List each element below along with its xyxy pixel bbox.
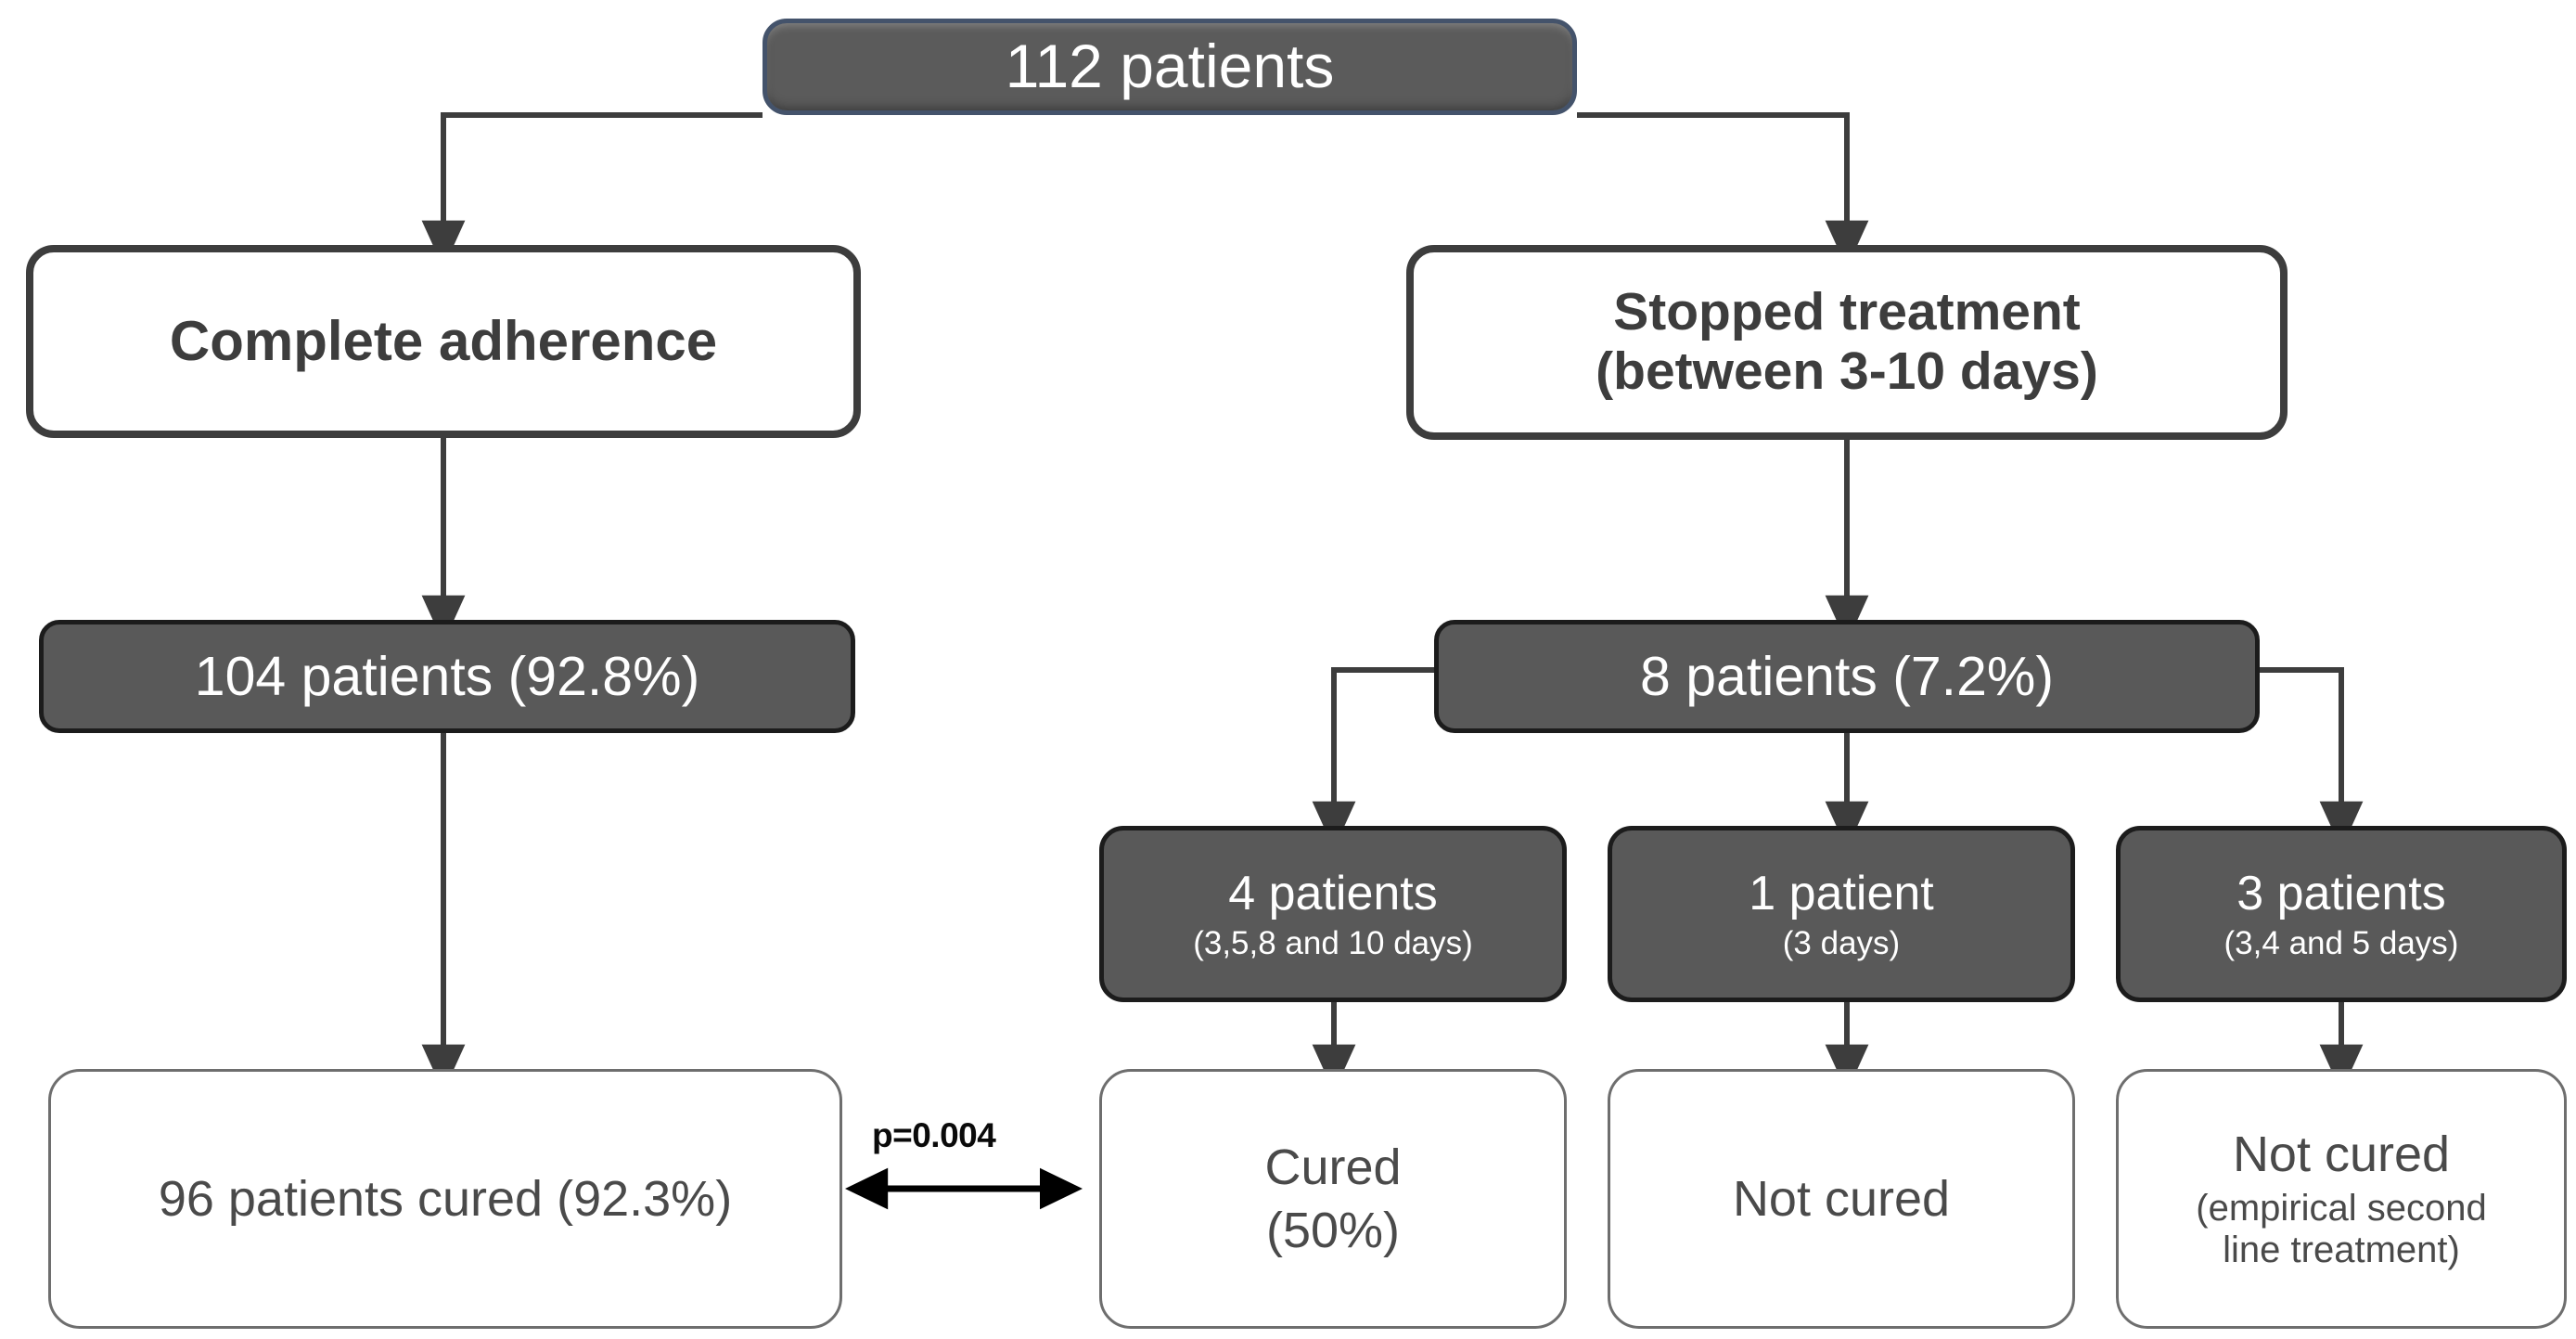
node-adherent-cured-label: 96 patients cured (92.3%) xyxy=(158,1170,733,1227)
node-complete-adherence[interactable]: Complete adherence xyxy=(26,245,861,438)
node-group4-outcome-line2: (50%) xyxy=(1265,1203,1401,1258)
node-stopped-treatment-line2: (between 3-10 days) xyxy=(1596,341,2098,401)
p-value-label: p=0.004 xyxy=(872,1116,996,1154)
node-group3-outcome-line3: line treatment) xyxy=(2223,1230,2460,1271)
node-adherent-cured[interactable]: 96 patients cured (92.3%) xyxy=(48,1069,842,1329)
node-stopped-treatment[interactable]: Stopped treatment (between 3-10 days) xyxy=(1406,245,2288,440)
node-total-patients[interactable]: 112 patients xyxy=(763,19,1577,115)
node-total-patients-label: 112 patients xyxy=(1005,32,1335,101)
node-adherent-count[interactable]: 104 patients (92.8%) xyxy=(39,620,855,733)
node-stopped-treatment-line1: Stopped treatment xyxy=(1613,282,2081,342)
node-group3-outcome-line1: Not cured xyxy=(2232,1126,2451,1182)
node-group3-outcome-line2: (empirical second xyxy=(2196,1188,2487,1230)
node-adherent-count-label: 104 patients (92.8%) xyxy=(194,645,700,707)
node-group4-outcome-line1: Cured xyxy=(1264,1139,1402,1195)
node-stopped-group-1[interactable]: 1 patient (3 days) xyxy=(1608,826,2075,1002)
node-stopped-count-label: 8 patients (7.2%) xyxy=(1639,645,2054,707)
node-stopped-group-3-line2: (3,4 and 5 days) xyxy=(2224,925,2459,962)
node-stopped-group-1-line2: (3 days) xyxy=(1782,925,1901,962)
node-stopped-count[interactable]: 8 patients (7.2%) xyxy=(1434,620,2260,733)
node-stopped-group-3[interactable]: 3 patients (3,4 and 5 days) xyxy=(2116,826,2567,1002)
node-group1-outcome[interactable]: Not cured xyxy=(1608,1069,2075,1329)
node-stopped-group-4-line2: (3,5,8 and 10 days) xyxy=(1193,925,1473,962)
node-stopped-group-3-line1: 3 patients xyxy=(2236,866,2446,921)
node-group1-outcome-line1: Not cured xyxy=(1732,1170,1951,1227)
node-stopped-group-1-line1: 1 patient xyxy=(1749,866,1934,921)
node-group4-outcome[interactable]: Cured (50%) xyxy=(1099,1069,1567,1329)
node-group3-outcome[interactable]: Not cured (empirical second line treatme… xyxy=(2116,1069,2567,1329)
node-stopped-group-4[interactable]: 4 patients (3,5,8 and 10 days) xyxy=(1099,826,1567,1002)
node-complete-adherence-label: Complete adherence xyxy=(169,310,718,373)
node-stopped-group-4-line1: 4 patients xyxy=(1228,866,1438,921)
